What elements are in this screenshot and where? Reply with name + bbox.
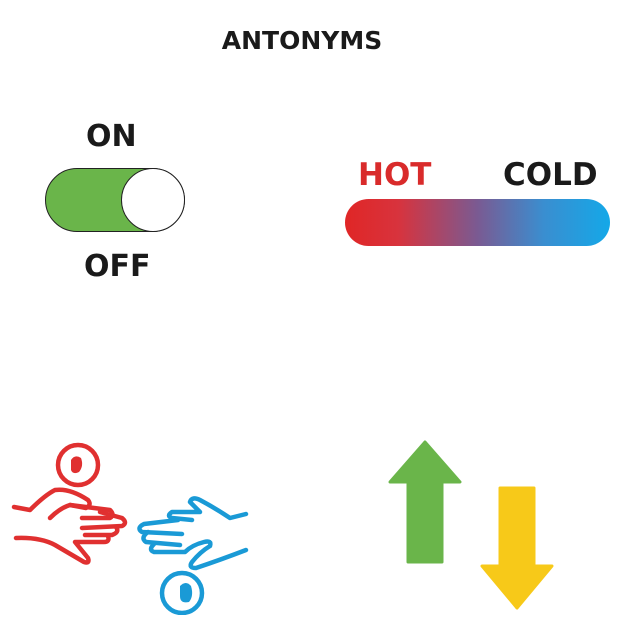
on-off-toggle[interactable] bbox=[45, 168, 185, 232]
hot-label: HOT bbox=[358, 157, 432, 193]
page-title: ANTONYMS bbox=[221, 26, 383, 55]
on-label: ON bbox=[86, 119, 137, 154]
arrow-down-icon bbox=[480, 486, 554, 610]
taking-hand-icon bbox=[137, 496, 249, 615]
toggle-knob bbox=[121, 168, 185, 232]
cold-label: COLD bbox=[503, 157, 598, 193]
giving-hand-icon bbox=[11, 442, 128, 565]
temperature-gradient-bar bbox=[345, 199, 610, 246]
arrow-up-icon bbox=[388, 440, 462, 564]
off-label: OFF bbox=[84, 249, 151, 284]
